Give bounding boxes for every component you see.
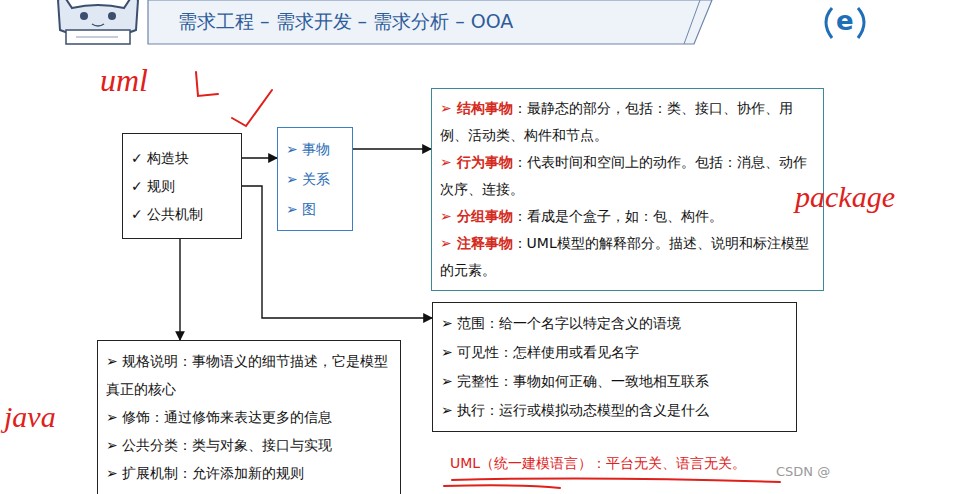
rules-box: ➢ 范围：给一个名字以特定含义的语境➢ 可见性：怎样使用或看见名字➢ 完整性：事… bbox=[432, 302, 797, 432]
mechanism-box: ➢ 规格说明：事物语义的细节描述，它是模型真正的核心➢ 修饰：通过修饰来表达更多… bbox=[97, 340, 401, 494]
logo-bracket bbox=[858, 8, 864, 38]
node-text: ➢ 完整性：事物如何正确、一致地相互联系 bbox=[441, 367, 788, 396]
node-text: ➢ 执行：运行或模拟动态模型的含义是什么 bbox=[441, 396, 788, 425]
cat-icon bbox=[58, 0, 138, 44]
thing-types-box: ➢ 结构事物：最静态的部分，包括：类、接口、协作、用例、活动类、构件和节点。➢ … bbox=[431, 88, 824, 291]
connector-arrow bbox=[179, 239, 180, 340]
node-text: ➢ 公共分类：类与对象、接口与实现 bbox=[106, 431, 392, 459]
node-text: ➢ 分组事物：看成是个盒子，如：包、构件。 bbox=[440, 203, 815, 230]
watermark: CSDN @ bbox=[776, 464, 830, 479]
node-text: ➢ 关系 bbox=[286, 164, 344, 194]
node-text: ➢ 规格说明：事物语义的细节描述，它是模型真正的核心 bbox=[106, 347, 392, 403]
node-text: ➢ 行为事物：代表时间和空间上的动作。包括：消息、动作次序、连接。 bbox=[440, 149, 815, 203]
node-text: ➢ 注释事物：UML模型的解释部分。描述、说明和标注模型的元素。 bbox=[440, 230, 815, 284]
handwritten-note: uml bbox=[100, 62, 148, 99]
node-text: ➢ 扩展机制：允许添加新的规则 bbox=[106, 459, 392, 487]
page-title: 需求工程 – 需求开发 – 需求分析 – OOA bbox=[178, 9, 513, 35]
banner-stroke bbox=[684, 0, 700, 44]
node-text: ➢ 修饰：通过修饰来表达更多的信息 bbox=[106, 403, 392, 431]
node-text: ➢ 可见性：怎样使用或看见名字 bbox=[441, 338, 788, 367]
title-banner bbox=[148, 0, 712, 44]
connector-arrow bbox=[353, 148, 431, 149]
summary-note: UML（统一建模语言）：平台无关、语言无关。 bbox=[450, 455, 746, 473]
node-text: ➢ 结构事物：最静态的部分，包括：类、接口、协作、用例、活动类、构件和节点。 bbox=[440, 95, 815, 149]
connector-arrow bbox=[242, 157, 277, 158]
node-text: ✓ 构造块 bbox=[131, 144, 233, 172]
node-text: ✓ 公共机制 bbox=[131, 200, 233, 228]
node-text: ➢ 事物 bbox=[286, 134, 344, 164]
logo-bracket bbox=[826, 8, 832, 38]
node-text: ➢ 范围：给一个名字以特定含义的语境 bbox=[441, 309, 788, 338]
node-text: ✓ 规则 bbox=[131, 172, 233, 200]
category-box: ➢ 事物➢ 关系➢ 图 bbox=[277, 127, 353, 231]
handwritten-note: java bbox=[4, 400, 56, 434]
building-block-box: ✓ 构造块✓ 规则✓ 公共机制 bbox=[122, 133, 242, 239]
node-text: ➢ 图 bbox=[286, 194, 344, 224]
logo-letter: e bbox=[836, 6, 854, 36]
handwritten-note: package bbox=[795, 180, 895, 214]
